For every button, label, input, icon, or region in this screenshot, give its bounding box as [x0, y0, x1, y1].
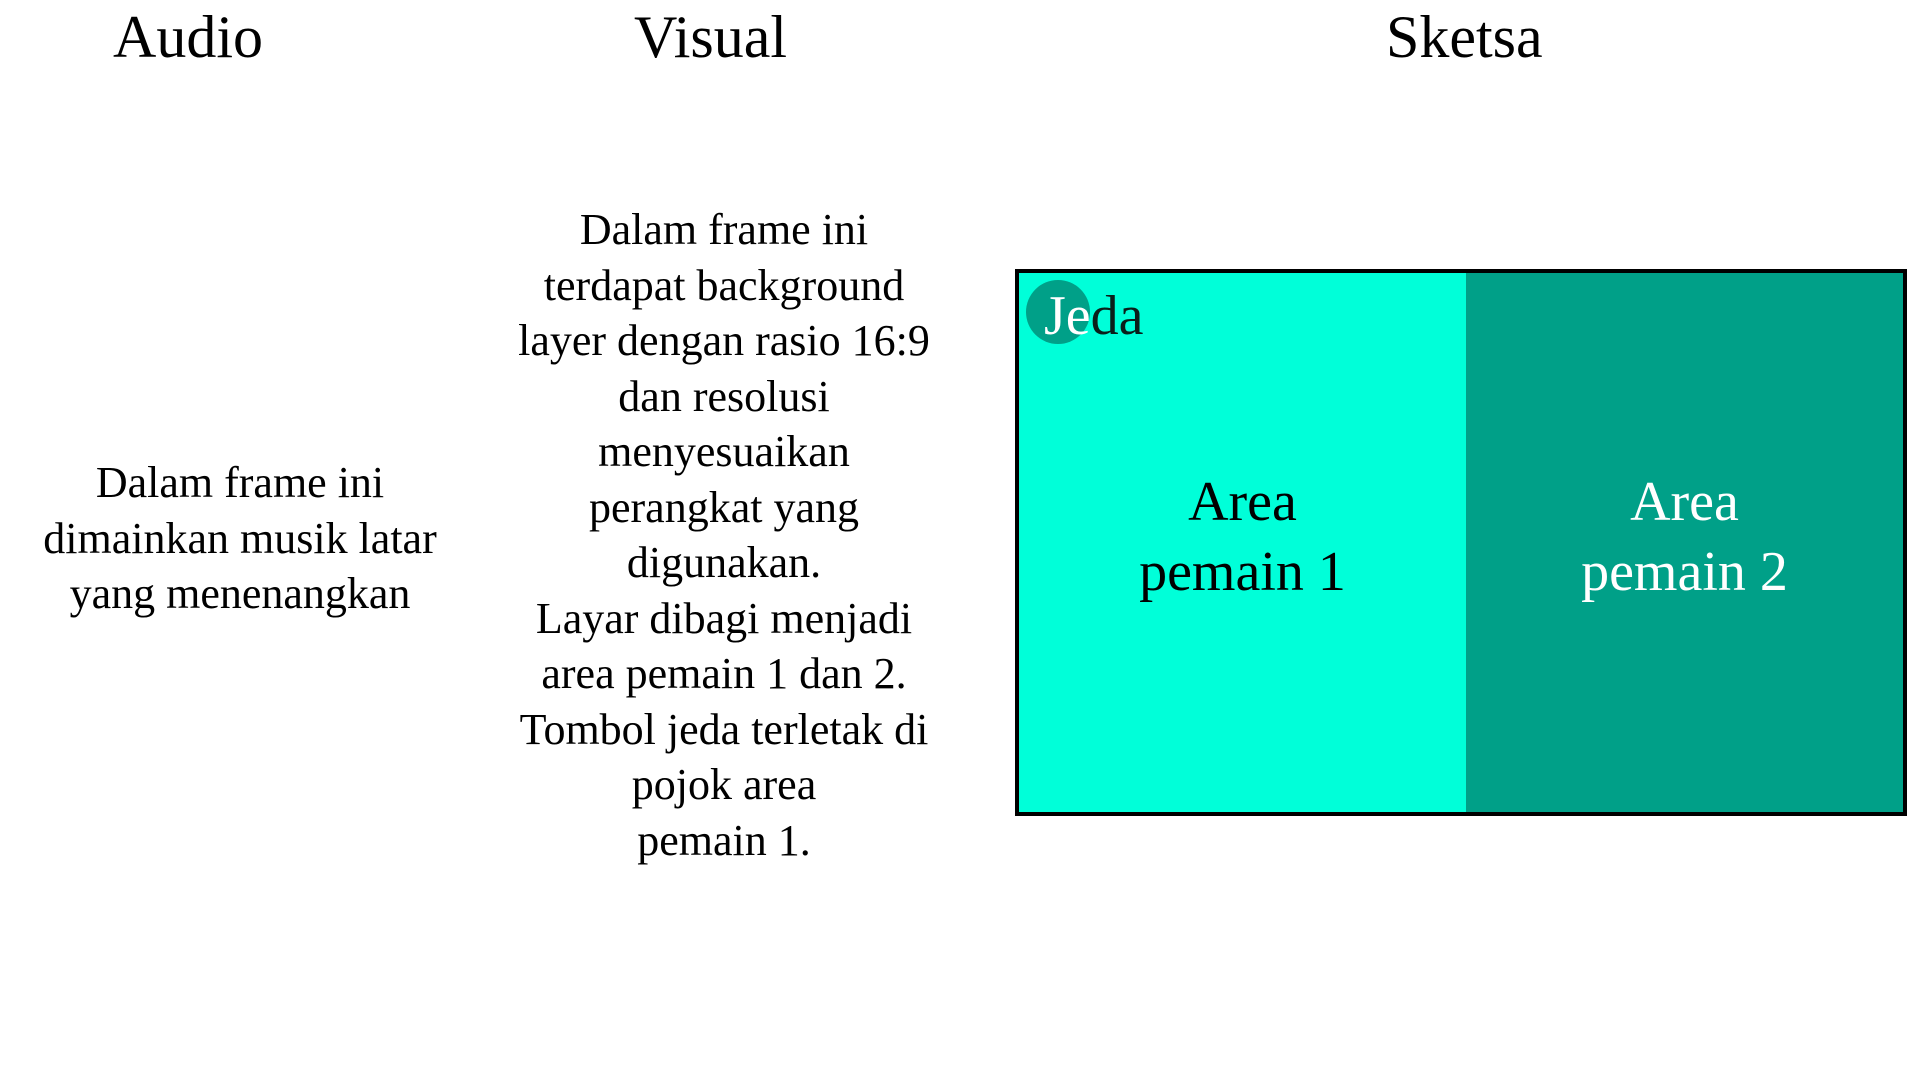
visual-description-line: dan resolusi: [618, 371, 830, 421]
player-1-area-label-line: pemain 1: [1139, 540, 1346, 603]
audio-description-line: Dalam frame ini: [95, 458, 385, 507]
pause-button[interactable]: [1026, 280, 1090, 344]
audio-description: Dalam frame ini dimainkan musik latar ya…: [0, 455, 480, 622]
visual-column-heading: Visual: [634, 4, 788, 70]
player-2-area-label-line: Area: [1630, 470, 1739, 533]
visual-description: Dalam frame ini terdapat background laye…: [480, 202, 968, 868]
player-2-area[interactable]: Area pemain 2: [1466, 273, 1903, 812]
visual-description-line: Tombol jeda terletak di: [519, 704, 929, 754]
sketsa-column-heading: Sketsa: [1386, 4, 1543, 70]
visual-description-line: pemain 1.: [637, 815, 811, 865]
player-1-area-label: Area pemain 1: [1139, 467, 1346, 607]
visual-description-line: digunakan.: [626, 538, 822, 587]
visual-description-line: pojok area: [631, 760, 817, 809]
visual-description-line: terdapat background: [543, 260, 905, 310]
game-screen-sketch: Area pemain 1 Area pemain 2: [1015, 269, 1907, 816]
visual-description-line: area pemain 1 dan 2.: [541, 649, 907, 698]
visual-description-line: layer dengan rasio 16:9: [518, 316, 930, 365]
visual-description-line: perangkat yang: [589, 482, 859, 532]
audio-column-heading: Audio: [113, 4, 263, 70]
player-2-area-label-line: pemain 2: [1581, 540, 1788, 603]
visual-description-line: Dalam frame ini: [579, 205, 869, 254]
audio-description-line: yang menenangkan: [69, 569, 411, 618]
player-1-area-label-line: Area: [1188, 470, 1297, 533]
visual-description-line: menyesuaikan: [598, 427, 850, 476]
player-1-area[interactable]: Area pemain 1: [1019, 273, 1466, 812]
visual-description-line: Layar dibagi menjadi: [535, 593, 913, 643]
player-2-area-label: Area pemain 2: [1581, 467, 1788, 607]
audio-description-line: dimainkan musik latar: [43, 513, 437, 563]
